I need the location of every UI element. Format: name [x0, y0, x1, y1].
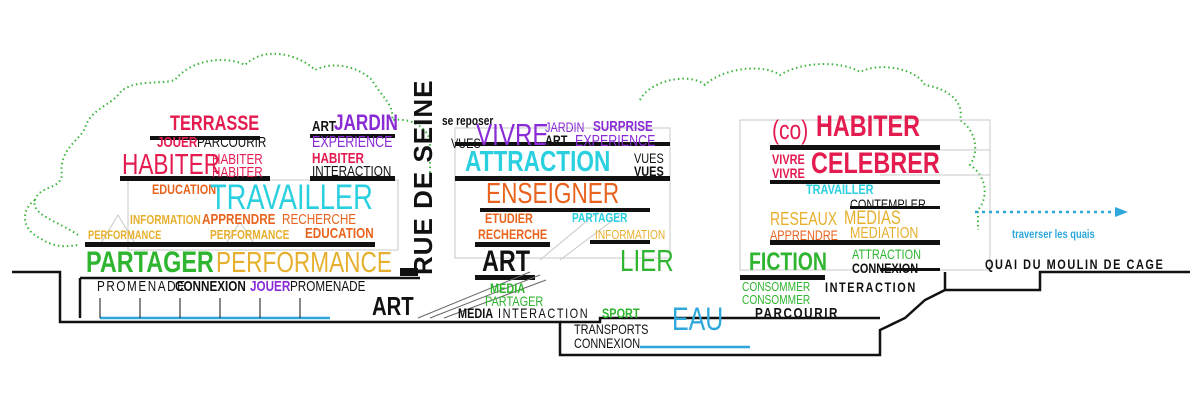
- word-experience: EXPERIENCE: [312, 134, 393, 151]
- support-posts: [99, 298, 301, 318]
- staircase: [417, 271, 547, 319]
- street-label: RUE DE SEINE: [408, 79, 438, 276]
- quay-label: QUAI DU MOULIN DE CAGE: [985, 256, 1165, 272]
- ground-profile: [12, 270, 1190, 357]
- word-jouer: JOUER: [157, 134, 198, 151]
- word-habiter: HABITER: [122, 149, 221, 181]
- word-parcourir: PARCOURIR: [755, 305, 840, 322]
- word-attraction: ATTRACTION: [852, 246, 921, 262]
- word-partager: PARTAGER: [86, 246, 214, 279]
- word-jardin: JARDIN: [334, 110, 398, 135]
- word-eau: EAU: [672, 301, 724, 337]
- arrow-traverser: [975, 207, 1128, 217]
- word-attraction: ATTRACTION: [465, 146, 611, 178]
- word-connexion: CONNEXION: [574, 335, 641, 351]
- word-lier: LIER: [620, 243, 674, 278]
- word-promenade: PROMENADE: [290, 278, 366, 295]
- word-interaction: INTERACTION: [312, 163, 392, 180]
- word-vues: VUES: [634, 150, 664, 166]
- word-vivre: VIVRE: [772, 165, 805, 181]
- word-habiter: HABITER: [816, 110, 921, 143]
- word-art: ART: [482, 245, 531, 278]
- word-terrasse: TERRASSE: [170, 112, 260, 135]
- word-sport: SPORT: [602, 305, 640, 321]
- water-lines: [100, 316, 750, 349]
- floor-slabs: [85, 134, 940, 280]
- word-celebrer: CELEBRER: [811, 147, 940, 180]
- word-art: ART: [312, 118, 337, 135]
- word-apprendre: APPRENDRE: [202, 211, 276, 228]
- word-vues: VUES: [634, 163, 664, 179]
- word-information: INFORMATION: [595, 227, 666, 242]
- arrow-label: traverser les quais: [1012, 227, 1095, 241]
- word-recherche: RECHERCHE: [478, 226, 548, 242]
- tree-canopy-outline: [33, 52, 986, 236]
- word-mediation: MEDIATION: [850, 225, 919, 242]
- word-reseaux: RESEAUX: [770, 209, 838, 229]
- word-parcourir: PARCOURIR: [197, 134, 267, 151]
- word-contempler: CONTEMPLER: [850, 196, 926, 212]
- word-media: MEDIA: [490, 280, 526, 296]
- background-building-lines: [99, 119, 991, 271]
- word-vues: VUES: [451, 135, 481, 151]
- word-promenade: PROMENADE: [97, 278, 187, 295]
- word-surprise: SURPRISE: [593, 118, 653, 135]
- word-performance: PERFORMANCE: [210, 227, 290, 242]
- word-performance: PERFORMANCE: [216, 247, 392, 279]
- word-vivre: VIVRE: [476, 117, 549, 152]
- word-information: INFORMATION: [130, 212, 201, 227]
- word-recherche: RECHERCHE: [282, 211, 357, 228]
- word-art: ART: [372, 291, 414, 321]
- word-partager: PARTAGER: [485, 293, 544, 309]
- word-se-reposer: se reposer: [442, 113, 494, 128]
- word-performance: PERFORMANCE: [88, 228, 162, 242]
- word-travailler: TRAVAILLER: [210, 178, 373, 217]
- street-label-text: RUE DE SEINE: [408, 79, 438, 276]
- word-consommer: CONSOMMER: [742, 279, 811, 294]
- word-experience: EXPERIENCE: [575, 133, 656, 150]
- word-education: EDUCATION: [305, 225, 374, 242]
- word-connexion: CONNEXION: [852, 260, 919, 276]
- word-interaction: INTERACTION: [498, 305, 590, 321]
- word-jardin: JARDIN: [545, 119, 585, 135]
- word-enseigner: ENSEIGNER: [486, 178, 620, 210]
- word-co: (co): [772, 115, 809, 145]
- word-jouer: JOUER: [250, 278, 291, 295]
- word-transports: TRANSPORTS: [574, 321, 649, 337]
- word-art: ART: [545, 132, 568, 148]
- word-travailler: TRAVAILLER: [806, 181, 874, 197]
- word-habiter: HABITER: [212, 151, 263, 168]
- word-habiter: HABITER: [212, 164, 263, 181]
- word-partager: PARTAGER: [572, 210, 628, 225]
- word-habiter: HABITER: [312, 150, 365, 167]
- word-media: MEDIA: [458, 305, 494, 321]
- word-vivre: VIVRE: [772, 151, 805, 167]
- word-consommer: CONSOMMER: [742, 292, 811, 307]
- word-medias: MEDIAS: [844, 208, 901, 229]
- word-etudier: ETUDIER: [485, 210, 533, 226]
- word-education: EDUCATION: [152, 181, 217, 197]
- tree-canopy-left-edge: [24, 199, 79, 248]
- word-interaction: INTERACTION: [825, 279, 917, 295]
- word-connexion: CONNEXION: [175, 278, 246, 295]
- word-apprendre: APPRENDRE: [770, 227, 838, 243]
- word-fiction: FICTION: [749, 248, 827, 276]
